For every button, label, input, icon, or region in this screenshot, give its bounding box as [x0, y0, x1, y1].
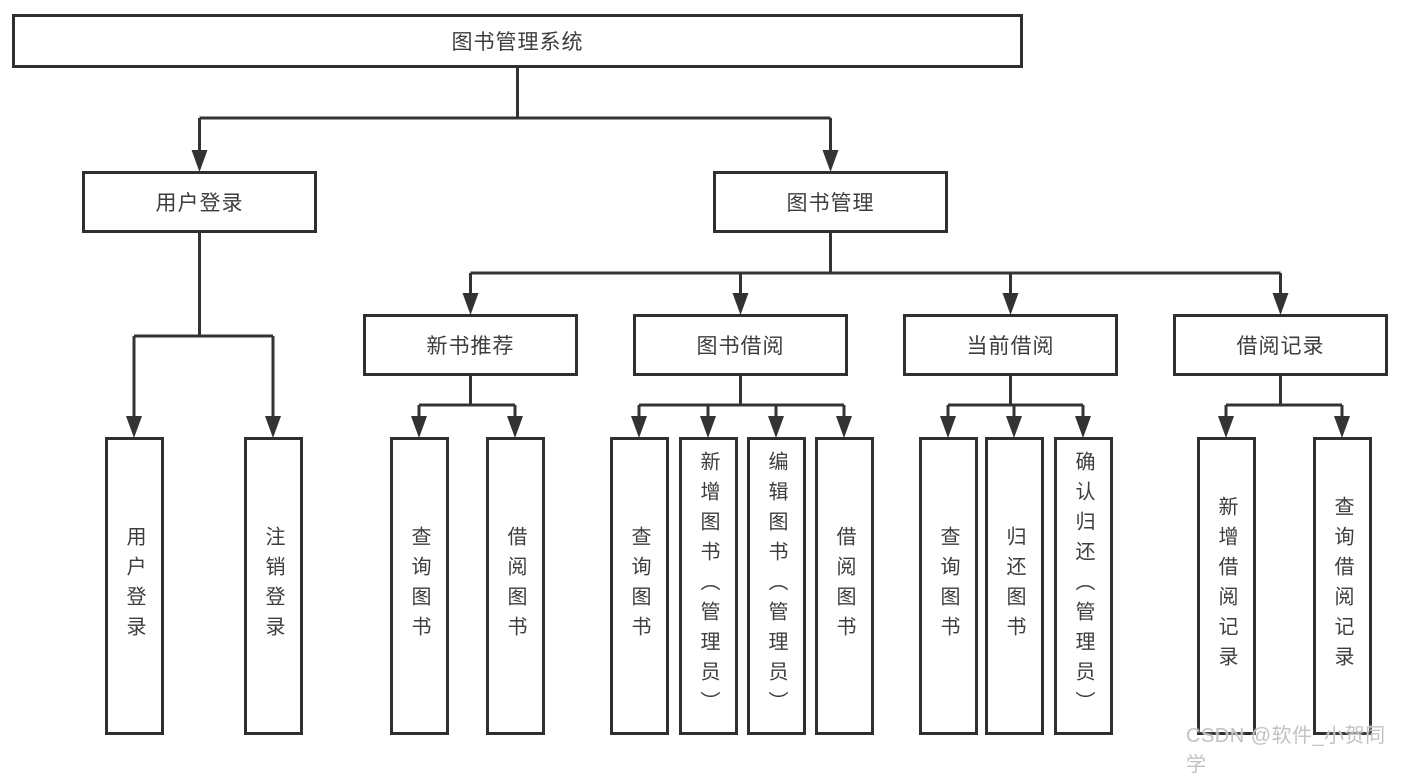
node-new-book-recommend: 新书推荐 — [363, 314, 578, 376]
leaf-confirm-return-admin: 确认归还（管理员） — [1053, 437, 1113, 735]
leaf-edit-books-admin: 编辑图书（管理员） — [746, 437, 806, 735]
leaf-user-login: 用户登录 — [104, 437, 164, 735]
leaf-label: 新增借阅记录 — [1215, 496, 1237, 676]
leaf-add-borrow-record: 新增借阅记录 — [1196, 437, 1256, 735]
leaf-logout: 注销登录 — [243, 437, 303, 735]
node-current-borrowing-label: 当前借阅 — [966, 335, 1055, 358]
leaf-query-books-1: 查询图书 — [389, 437, 449, 735]
leaf-borrow-books-2: 借阅图书 — [814, 437, 874, 735]
leaf-label: 借阅图书 — [504, 526, 526, 646]
leaf-label: 查询图书 — [408, 526, 430, 646]
leaf-label: 查询借阅记录 — [1331, 496, 1353, 676]
node-root-label: 图书管理系统 — [451, 31, 584, 54]
leaf-borrow-books-1: 借阅图书 — [485, 437, 545, 735]
leaf-query-books-2: 查询图书 — [609, 437, 669, 735]
leaf-add-books-admin: 新增图书（管理员） — [678, 437, 738, 735]
node-root: 图书管理系统 — [12, 14, 1023, 68]
node-book-borrowing-label: 图书借阅 — [696, 335, 785, 358]
leaf-label: 借阅图书 — [833, 526, 855, 646]
node-new-book-recommend-label: 新书推荐 — [426, 335, 515, 358]
node-borrowing-records-label: 借阅记录 — [1236, 335, 1325, 358]
node-book-management-label: 图书管理 — [786, 192, 875, 215]
leaf-label: 注销登录 — [262, 526, 284, 646]
node-user-login: 用户登录 — [82, 171, 317, 233]
leaf-label: 查询图书 — [628, 526, 650, 646]
csdn-watermark: CSDN @软件_小贺同学 — [1186, 725, 1386, 776]
node-book-borrowing: 图书借阅 — [633, 314, 848, 376]
leaf-label: 查询图书 — [937, 526, 959, 646]
node-current-borrowing: 当前借阅 — [903, 314, 1118, 376]
functional-structure-diagram: 图书管理系统 用户登录 图书管理 新书推荐 图书借阅 当前借阅 借阅记录 用户登… — [12, 14, 1388, 776]
node-user-login-label: 用户登录 — [155, 192, 244, 215]
leaf-query-borrow-record: 查询借阅记录 — [1312, 437, 1372, 735]
leaf-query-books-3: 查询图书 — [918, 437, 978, 735]
leaf-label: 归还图书 — [1003, 526, 1025, 646]
node-book-management: 图书管理 — [713, 171, 948, 233]
leaf-return-books: 归还图书 — [984, 437, 1044, 735]
leaf-label: 用户登录 — [123, 526, 145, 646]
leaf-label: 新增图书（管理员） — [697, 451, 719, 721]
node-borrowing-records: 借阅记录 — [1173, 314, 1388, 376]
leaf-label: 确认归还（管理员） — [1072, 451, 1094, 721]
leaf-label: 编辑图书（管理员） — [765, 451, 787, 721]
